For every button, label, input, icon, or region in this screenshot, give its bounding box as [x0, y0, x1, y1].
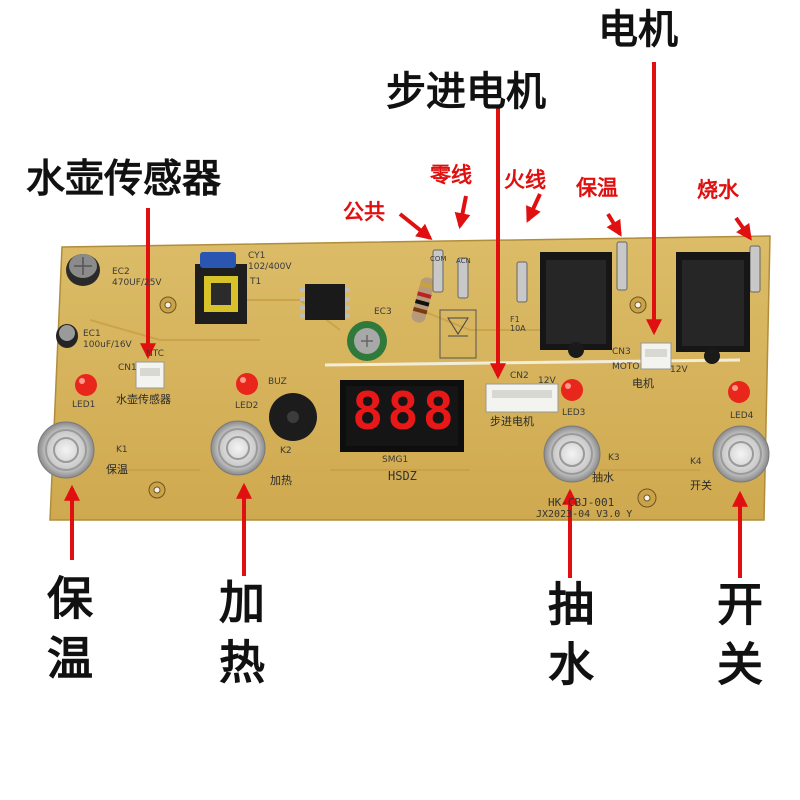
arrow-neutral — [454, 195, 471, 230]
label-keep-warm: 保温 — [40, 574, 94, 694]
label-motor: 电机 — [598, 7, 678, 53]
silk-model: HK-CBJ-001 — [548, 496, 615, 509]
capacitor-ec2 — [66, 254, 100, 286]
label-live: 火线 — [504, 168, 546, 192]
buzzer — [269, 393, 317, 441]
label-stepper-motor: 步进电机 — [386, 69, 546, 115]
leds — [75, 373, 750, 403]
silk-f1-value: 10A — [510, 324, 526, 333]
seven-segment-display — [340, 380, 464, 452]
silk-k4: K4 — [690, 457, 702, 467]
bridge-outline — [439, 309, 477, 359]
connector-cn2 — [485, 383, 559, 413]
label-pump-water: 抽水 — [541, 580, 595, 700]
silk-cn3-v: 12V — [670, 365, 688, 375]
resistor — [411, 277, 435, 323]
silk-led2: LED2 — [235, 401, 259, 411]
silk-motor-cn: 电机 — [632, 377, 654, 390]
relay-left — [540, 252, 612, 358]
silk-cy1-value: 102/400V — [248, 262, 292, 272]
silk-led4: LED4 — [730, 411, 754, 421]
silk-date-version: JX2023-04 V3.0 Y — [536, 509, 633, 520]
silk-led3: LED3 — [562, 408, 586, 418]
silk-cn1: CN1 — [118, 363, 137, 373]
silk-k3: K3 — [608, 453, 620, 463]
silk-k2: K2 — [280, 446, 292, 456]
silk-cn3: CN3 — [612, 347, 631, 357]
arrow-keep-warm-wire — [606, 212, 622, 237]
silk-k3-cn: 抽水 — [592, 471, 614, 484]
silk-ec2: EC2 — [112, 267, 130, 277]
silk-cy1: CY1 — [248, 251, 266, 261]
silk-acn: ACN — [456, 257, 471, 265]
silk-buz: BUZ — [268, 377, 287, 387]
display-digits: 888 — [352, 382, 458, 442]
connector-cn3 — [640, 342, 672, 370]
label-boil: 烧水 — [697, 178, 739, 202]
silk-cn2-v: 12V — [538, 376, 556, 386]
label-heat: 加热 — [212, 578, 266, 698]
power-terminals — [432, 241, 761, 303]
silk-sensor-cn: 水壶传感器 — [116, 393, 171, 406]
arrows — [64, 62, 752, 578]
silk-f1: F1 — [510, 315, 520, 324]
label-keep-warm-wire: 保温 — [576, 176, 618, 200]
label-neutral: 零线 — [430, 163, 472, 187]
silk-k1: K1 — [116, 445, 128, 455]
silk-ntc: NTC — [146, 349, 164, 359]
silk-k1-cn: 保温 — [106, 463, 128, 476]
silk-ec1: EC1 — [83, 329, 101, 339]
silk-com: COM — [430, 255, 447, 263]
connector-cn1 — [135, 361, 165, 389]
touch-key-coils — [37, 420, 770, 483]
silk-ec1-value: 100uF/16V — [83, 340, 132, 350]
silk-ec2-value: 470UF/25V — [112, 278, 162, 288]
silk-ec3: EC3 — [374, 307, 392, 317]
mounting-holes — [148, 296, 657, 508]
silk-moto: MOTO — [612, 362, 640, 372]
silk-smg1: SMG1 — [382, 455, 409, 465]
arrow-common — [398, 212, 433, 240]
ic-chip — [300, 284, 350, 320]
transformer-t1 — [195, 252, 247, 324]
silk-cn2: CN2 — [510, 371, 529, 381]
silk-k4-cn: 开关 — [690, 479, 712, 492]
relay-right — [676, 252, 750, 364]
capacitor-ec1 — [56, 324, 78, 348]
silk-stepper-cn: 步进电机 — [490, 415, 534, 428]
capacitor-ec3 — [347, 321, 387, 361]
silk-t1: T1 — [250, 277, 262, 287]
arrow-boil — [734, 216, 752, 241]
label-common: 公共 — [343, 200, 385, 224]
silk-hsdz: HSDZ — [388, 469, 417, 483]
silk-led1: LED1 — [72, 400, 96, 410]
arrow-live — [526, 193, 542, 223]
label-switch: 开关 — [710, 580, 764, 700]
silk-k2-cn: 加热 — [270, 474, 292, 487]
label-kettle-sensor: 水壶传感器 — [26, 157, 222, 202]
